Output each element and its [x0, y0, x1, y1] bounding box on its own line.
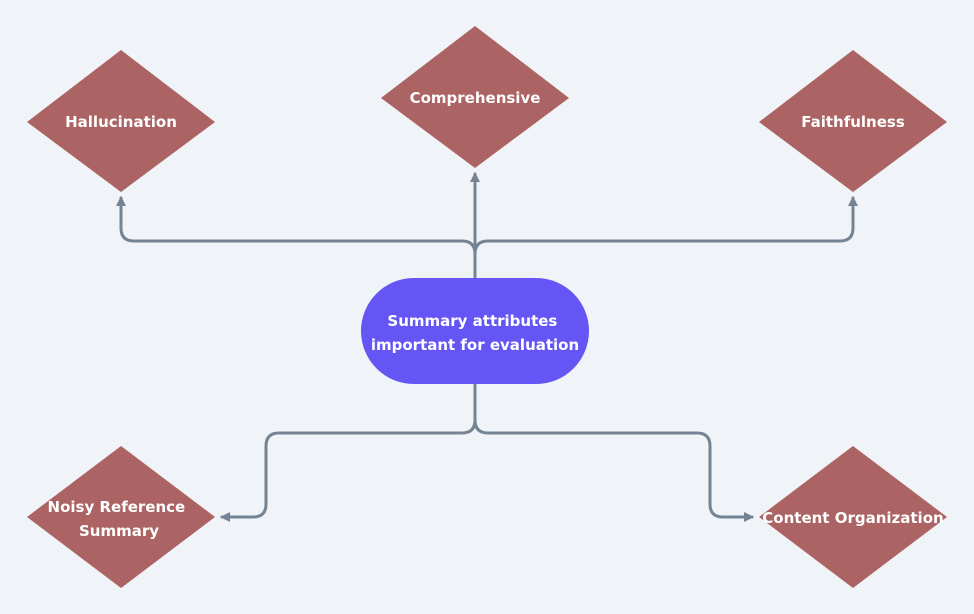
- content-organization-diamond: [759, 446, 947, 588]
- hallucination-label: Hallucination: [65, 113, 177, 131]
- hallucination-diamond: [27, 50, 215, 192]
- node-faithfulness[interactable]: Faithfulness: [759, 50, 947, 192]
- node-comprehensive[interactable]: Comprehensive: [381, 26, 569, 168]
- noisy-reference-label: Noisy Reference Summary: [48, 498, 191, 540]
- node-summary-attributes[interactable]: Summary attributes important for evaluat…: [361, 278, 589, 384]
- comprehensive-label: Comprehensive: [410, 89, 541, 107]
- node-hallucination[interactable]: Hallucination: [27, 50, 215, 192]
- connector-to-faithfulness: [473, 196, 858, 280]
- connector-to-noisy-reference: [220, 382, 477, 522]
- connectors: [116, 172, 858, 522]
- node-content-organization[interactable]: Content Organization: [759, 446, 947, 588]
- center-label: Summary attributes important for evaluat…: [371, 312, 579, 354]
- comprehensive-diamond: [381, 26, 569, 168]
- center-pill: [361, 278, 589, 384]
- connector-to-content-organization: [473, 382, 754, 522]
- noisy-reference-diamond: [27, 446, 215, 588]
- content-organization-label: Content Organization: [762, 509, 943, 527]
- faithfulness-diamond: [759, 50, 947, 192]
- faithfulness-label: Faithfulness: [801, 113, 905, 131]
- node-noisy-reference-summary[interactable]: Noisy Reference Summary: [27, 446, 215, 588]
- connector-to-hallucination: [116, 196, 477, 280]
